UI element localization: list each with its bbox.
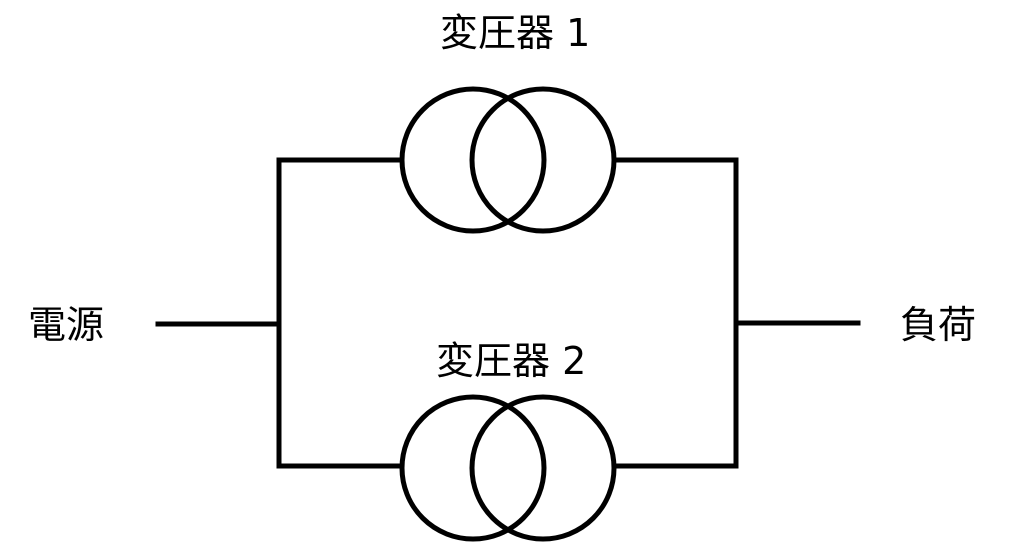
transformer2-primary-coil (399, 394, 547, 542)
load-label: 負荷 (900, 303, 977, 347)
transformer1-symbol (399, 86, 617, 234)
transformer2-secondary-coil (469, 394, 617, 542)
source-label: 電源 (28, 303, 105, 347)
transformer2-label: 変圧器 2 (436, 339, 587, 383)
transformer1-label: 変圧器 1 (440, 11, 591, 55)
transformer1-primary-coil (399, 86, 547, 234)
transformer2-symbol (399, 394, 617, 542)
transformer1-secondary-coil (469, 86, 617, 234)
